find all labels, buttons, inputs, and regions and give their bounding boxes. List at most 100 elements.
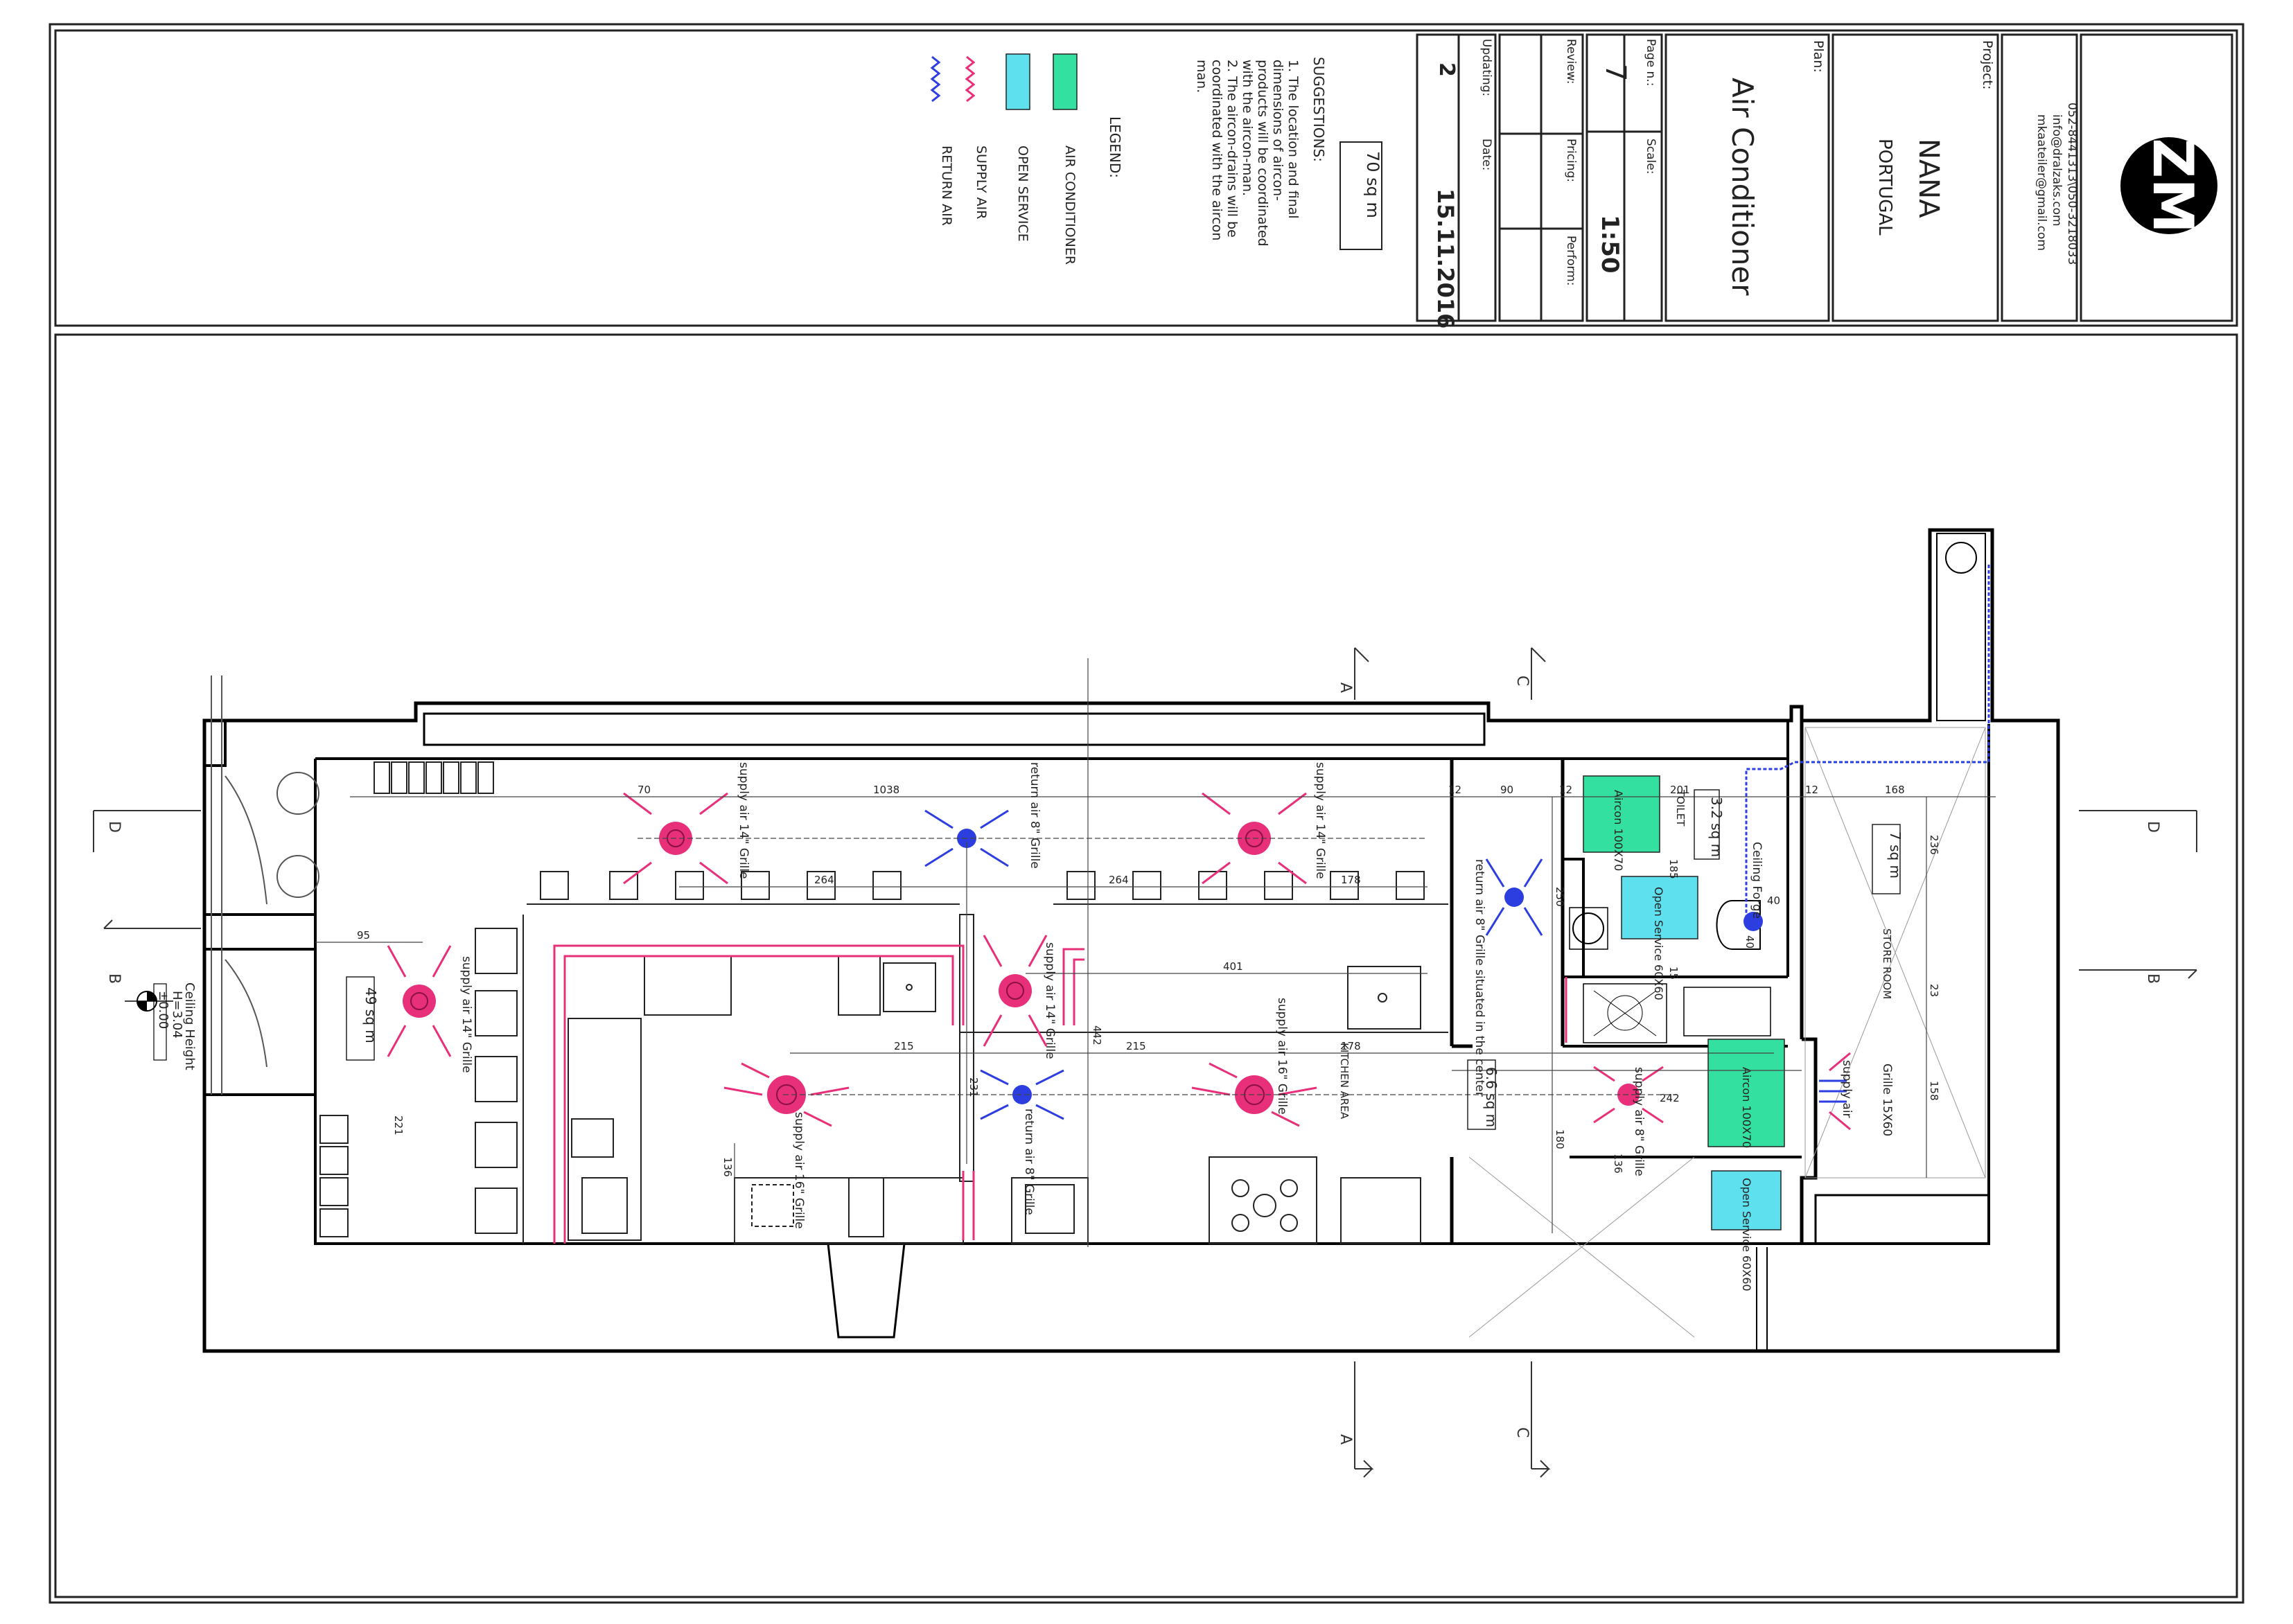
page-label: Page n.: bbox=[1644, 39, 1658, 86]
wc-basin bbox=[1572, 912, 1604, 944]
project-name: NANA bbox=[1913, 139, 1944, 218]
suggestion-line: 2. The aircon-drains will be bbox=[1224, 60, 1240, 238]
suggestion-line: dimensions of aircon- bbox=[1270, 60, 1285, 201]
scale-value: 1:50 bbox=[1596, 215, 1624, 274]
dimension: 136 bbox=[1612, 1154, 1624, 1174]
section-marker-d: D bbox=[2144, 821, 2161, 833]
pillar-left bbox=[203, 719, 227, 767]
open-service-label: Open Service 60X60 bbox=[1652, 887, 1665, 1000]
total-area: 70 sq m bbox=[1363, 151, 1382, 218]
section-marker-b: B bbox=[105, 973, 123, 984]
main-area-label: 49 sq m bbox=[362, 987, 379, 1043]
dimension: 168 bbox=[1885, 784, 1905, 796]
open-service-panel bbox=[1621, 876, 1698, 939]
supply-diffusers bbox=[387, 792, 1664, 1127]
legend-label-open-service: OPEN SERVICE bbox=[1015, 145, 1030, 242]
dimension: 40 bbox=[1767, 894, 1780, 907]
suggestion-line: 1. The location and final bbox=[1285, 60, 1301, 219]
contact-phone: 052-8441313\050-3218033 bbox=[2065, 103, 2079, 265]
level-marker bbox=[125, 983, 173, 1061]
supply-air-label: supply air 14" Grille bbox=[459, 956, 473, 1073]
dimension: 185 bbox=[1667, 859, 1680, 879]
dimension: 180 bbox=[1554, 1129, 1566, 1149]
legend-title: LEGEND: bbox=[1107, 116, 1123, 178]
dimension: 231 bbox=[967, 1077, 980, 1097]
return-air-label: return air 8" Grille bbox=[1022, 1109, 1036, 1215]
dimension: 12 bbox=[1559, 784, 1572, 796]
section-marker-c: C bbox=[1513, 676, 1531, 686]
supply-air-label: supply air 16" Grille bbox=[792, 1112, 806, 1229]
dimension: 23 bbox=[1928, 984, 1940, 997]
legend-label-return-air: RETURN AIR bbox=[939, 145, 954, 226]
ceiling-height-value: H=3.04 bbox=[170, 991, 184, 1039]
dimension: 12 bbox=[1448, 784, 1461, 796]
bar-counter-outline bbox=[553, 944, 1567, 1244]
entrance-glazing bbox=[211, 676, 319, 1095]
legend-return-air-icon bbox=[930, 55, 941, 103]
return-air-label: return air 8" Grille situated in the cen… bbox=[1473, 859, 1486, 1097]
dimension: 15 bbox=[1667, 967, 1680, 980]
dimension: 158 bbox=[1928, 1081, 1940, 1101]
aircon-label: Aircon 100X70 bbox=[1612, 790, 1625, 871]
date-label: Date: bbox=[1479, 139, 1493, 170]
dimension-lines bbox=[315, 658, 1996, 1247]
suggestion-line: products will be coordinated bbox=[1255, 60, 1270, 247]
aircon-unit bbox=[1583, 775, 1660, 853]
dimension: 215 bbox=[1126, 1040, 1146, 1052]
supply-air-label: supply air 16" Grille bbox=[1275, 998, 1289, 1115]
legend-swatch-aircon bbox=[1053, 53, 1078, 110]
dimension: 70 bbox=[638, 784, 651, 796]
supply-air-icon bbox=[1819, 1052, 1851, 1131]
section-marker-c: C bbox=[1513, 1427, 1531, 1438]
title-block-border bbox=[54, 29, 2238, 327]
ac-units: Aircon 100X70 Aircon 100X70 Open Service… bbox=[1583, 775, 1785, 1291]
exterior-wall bbox=[202, 528, 2060, 1353]
suggestions-title: SUGGESTIONS: bbox=[1310, 57, 1327, 162]
legend-swatch-open-service bbox=[1005, 53, 1030, 110]
project-label: Project: bbox=[1980, 40, 1995, 89]
return-air-icon bbox=[1743, 912, 1763, 931]
plan-area-border bbox=[54, 333, 2238, 1598]
supply-air-label: supply air 14" Grille bbox=[737, 762, 750, 879]
aircon-label: Aircon 100X70 bbox=[1740, 1067, 1753, 1148]
ceiling-fan-label: Ceiling Forge bbox=[1750, 842, 1764, 919]
entrance-step bbox=[827, 1243, 906, 1339]
section-marker-a: A bbox=[1337, 1434, 1354, 1445]
dimension: 236 bbox=[1928, 835, 1940, 855]
legend-label-aircon: AIR CONDITIONER bbox=[1062, 145, 1078, 265]
updating-value: 2 bbox=[1434, 62, 1459, 77]
dimension: 242 bbox=[1660, 1092, 1680, 1104]
kitchen-label: KITCHEN AREA bbox=[1338, 1043, 1351, 1120]
dimension: 1038 bbox=[873, 784, 899, 796]
toilet-label: TOILET bbox=[1674, 789, 1687, 827]
dimension: 90 bbox=[1500, 784, 1513, 796]
project-location: PORTUGAL bbox=[1874, 139, 1895, 236]
storeroom-area: 7 sq m bbox=[1887, 831, 1904, 879]
return-grilles bbox=[924, 809, 1851, 1131]
top-canopy bbox=[423, 712, 1486, 746]
plan-label: Plan: bbox=[1811, 40, 1826, 73]
supply-air-label: supply air 14" Grille bbox=[1043, 942, 1057, 1059]
return-air-icon bbox=[980, 1069, 1064, 1120]
ceiling-height-label: Ceiling Height bbox=[182, 982, 197, 1070]
level-value: ±0.00 bbox=[156, 991, 170, 1029]
section-markers bbox=[93, 647, 2197, 1478]
sheet-border bbox=[49, 23, 2244, 1604]
perform-label: Perform: bbox=[1564, 236, 1578, 285]
aircon-unit bbox=[1707, 1039, 1785, 1147]
suggestion-line: man. bbox=[1194, 60, 1209, 93]
floor-plan bbox=[202, 528, 2060, 1353]
supply-air-label: supply air 8" Grille bbox=[1632, 1067, 1646, 1176]
dimension: 178 bbox=[1341, 874, 1361, 886]
dimension: 95 bbox=[357, 929, 370, 942]
total-area-box bbox=[1339, 141, 1382, 250]
title-block-cells bbox=[1416, 33, 2233, 322]
scale-label: Scale: bbox=[1644, 139, 1658, 174]
review-label: Review: bbox=[1564, 39, 1578, 84]
updating-label: Updating: bbox=[1479, 39, 1493, 96]
suggestion-line: coordinated with the aircon bbox=[1209, 60, 1224, 240]
dimension: 12 bbox=[1805, 784, 1818, 796]
pillar-left-2 bbox=[203, 913, 317, 951]
pricing-label: Pricing: bbox=[1564, 139, 1578, 182]
dimension: 215 bbox=[894, 1040, 914, 1052]
